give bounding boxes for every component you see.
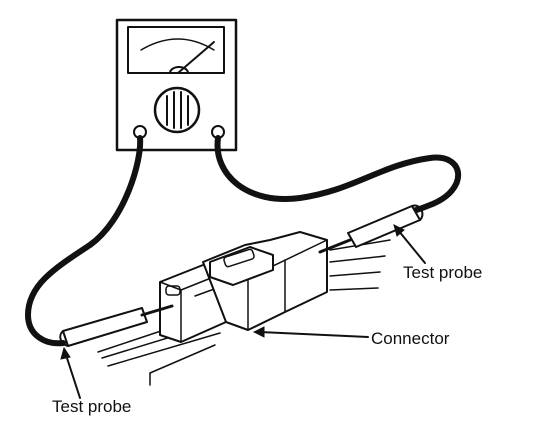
- label-test-probe-left: Test probe: [52, 397, 132, 416]
- test-lead-right: [214, 135, 462, 215]
- meter-window: [127, 26, 225, 74]
- arrow-connector: [259, 331, 369, 338]
- label-connector: Connector: [371, 329, 450, 348]
- test-probe-left: [59, 304, 174, 347]
- multimeter: [115, 18, 238, 152]
- meter-pivot: [169, 66, 189, 74]
- arrow-probe-right: [397, 229, 426, 264]
- arrow-probe-left: [65, 354, 81, 399]
- connector-left-slot: [165, 285, 181, 296]
- leader-arrows: [60, 224, 426, 399]
- meter-scale-arc: [140, 38, 215, 51]
- test-lead-left: [25, 135, 144, 347]
- connector: [159, 231, 328, 343]
- label-test-probe-right: Test probe: [403, 263, 483, 282]
- range-knob: [153, 86, 201, 134]
- test-probe-right: [318, 204, 424, 254]
